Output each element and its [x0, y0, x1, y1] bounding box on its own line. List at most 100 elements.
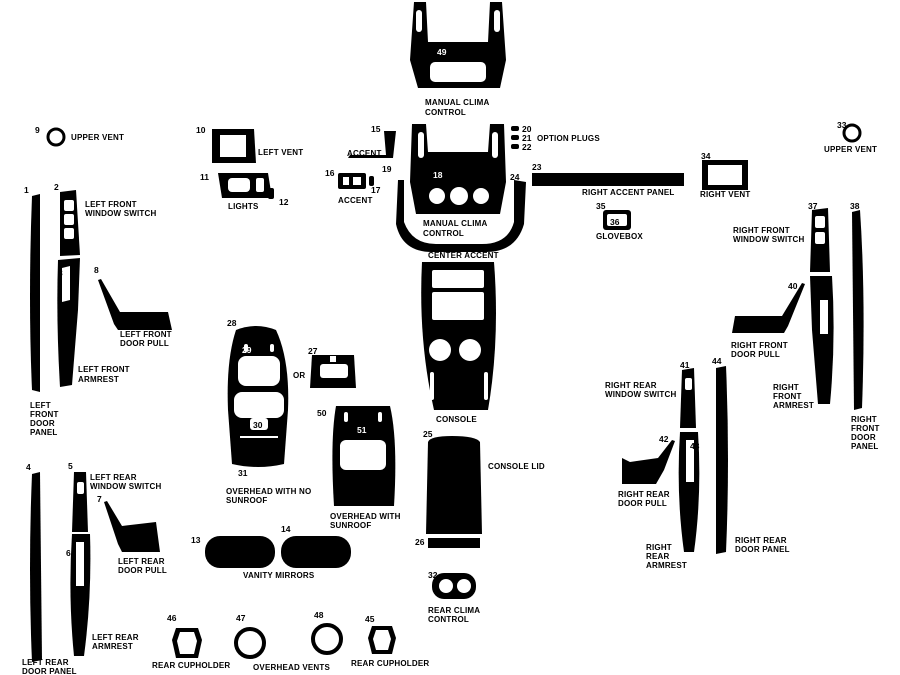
part-number-5: 5	[68, 461, 73, 471]
label-rear-cupholder-left: REAR CUPHOLDER	[152, 661, 230, 670]
label-overhead-vents: OVERHEAD VENTS	[253, 663, 330, 672]
part-number-19: 19	[382, 164, 392, 174]
label-rf-door-panel-1: RIGHT	[851, 415, 877, 424]
label-rr-armrest-3: ARMREST	[646, 561, 687, 570]
part-48-overhead-vent	[311, 623, 343, 655]
part-49-manual-clima-control	[410, 2, 506, 88]
label-glovebox: GLOVEBOX	[596, 232, 643, 241]
label-rr-window-switch-2: WINDOW SWITCH	[605, 390, 676, 399]
label-rf-door-panel-3: DOOR	[851, 433, 876, 442]
part-number-16: 16	[325, 168, 335, 178]
label-lf-armrest-1: LEFT FRONT	[78, 365, 130, 374]
label-vanity-mirrors: VANITY MIRRORS	[243, 571, 315, 580]
part-number-7: 7	[97, 494, 102, 504]
label-lr-window-switch-1: LEFT REAR	[90, 473, 137, 482]
part-number-2: 2	[54, 182, 59, 192]
part-15-accent	[348, 131, 396, 158]
part-number-20: 20	[522, 124, 532, 134]
part-number-28: 28	[227, 318, 237, 328]
label-or: OR	[293, 371, 305, 380]
part-number-21: 21	[522, 133, 532, 143]
part-number-17: 17	[371, 185, 381, 195]
label-lr-armrest-1: LEFT REAR	[92, 633, 139, 642]
label-accent-upper: ACCENT	[347, 149, 382, 158]
label-overhead-sunroof-1: OVERHEAD WITH	[330, 512, 401, 521]
part-37-right-front-window-switch	[810, 208, 830, 272]
label-manual-clima-mid-1: MANUAL CLIMA	[423, 219, 487, 228]
part-42-right-rear-door-pull	[622, 440, 675, 484]
label-lf-window-switch-2: WINDOW SWITCH	[85, 209, 156, 218]
label-lr-door-pull-2: DOOR PULL	[118, 566, 167, 575]
label-lr-door-pull-1: LEFT REAR	[118, 557, 165, 566]
part-16-accent	[338, 173, 366, 189]
label-lr-armrest-2: ARMREST	[92, 642, 133, 651]
label-overhead-no-sunroof-2: SUNROOF	[226, 496, 267, 505]
label-rf-armrest-1: RIGHT	[773, 383, 799, 392]
label-rear-clima-2: CONTROL	[428, 615, 469, 624]
part-47-overhead-vent	[234, 627, 266, 659]
part-number-46: 46	[167, 613, 177, 623]
label-rr-door-pull-1: RIGHT REAR	[618, 490, 670, 499]
part-2-left-front-window-switch	[60, 190, 80, 256]
label-rf-window-switch-2: WINDOW SWITCH	[733, 235, 804, 244]
label-right-vent: RIGHT VENT	[700, 190, 750, 199]
label-upper-vent-right: UPPER VENT	[824, 145, 877, 154]
part-number-51: 51	[357, 425, 367, 435]
part-number-10: 10	[196, 125, 206, 135]
label-lf-door-pull-2: DOOR PULL	[120, 339, 169, 348]
part-number-8: 8	[94, 265, 99, 275]
part-10-left-vent	[212, 129, 256, 163]
part-8-left-front-door-pull	[98, 279, 172, 330]
label-manual-clima-top-2: CONTROL	[425, 108, 466, 117]
part-22-option-plug	[511, 144, 519, 149]
label-manual-clima-top-1: MANUAL CLIMA	[425, 98, 489, 107]
label-console: CONSOLE	[436, 415, 477, 424]
label-rf-armrest-3: ARMREST	[773, 401, 814, 410]
label-lf-door-panel-4: PANEL	[30, 428, 58, 437]
label-center-accent: CENTER ACCENT	[428, 251, 499, 260]
label-rf-window-switch-1: RIGHT FRONT	[733, 226, 790, 235]
label-lf-armrest-2: ARMREST	[78, 375, 119, 384]
part-number-34: 34	[701, 151, 711, 161]
label-console-lid: CONSOLE LID	[488, 462, 545, 471]
part-number-42: 42	[659, 434, 669, 444]
part-26-console-lid-trim	[428, 538, 480, 548]
part-number-27: 27	[308, 346, 318, 356]
part-console	[421, 262, 496, 410]
part-14-vanity-mirror	[281, 536, 351, 568]
label-manual-clima-mid-2: CONTROL	[423, 229, 464, 238]
part-40-right-front-door-pull	[732, 283, 805, 333]
part-number-1: 1	[24, 185, 29, 195]
part-25-console-lid	[426, 436, 482, 534]
label-lr-door-panel-1: LEFT REAR	[22, 658, 69, 667]
part-number-23: 23	[532, 162, 542, 172]
label-rf-door-panel-2: FRONT	[851, 424, 880, 433]
part-number-24: 24	[510, 172, 520, 182]
part-number-15: 15	[371, 124, 381, 134]
part-6-left-rear-armrest	[70, 534, 91, 656]
label-rear-cupholder-right: REAR CUPHOLDER	[351, 659, 429, 668]
label-accent-lower: ACCENT	[338, 196, 373, 205]
part-number-12: 12	[279, 197, 289, 207]
part-24-center-accent	[396, 180, 526, 252]
label-option-plugs: OPTION PLUGS	[537, 134, 600, 143]
part-27-overhead-module	[310, 355, 356, 388]
part-12-light-switch	[268, 188, 274, 199]
part-number-22: 22	[522, 142, 532, 152]
part-50-overhead-with-sunroof	[332, 406, 396, 506]
part-number-13: 13	[191, 535, 201, 545]
part-number-38: 38	[850, 201, 860, 211]
label-lr-window-switch-2: WINDOW SWITCH	[90, 482, 161, 491]
label-rf-door-panel-4: PANEL	[851, 442, 879, 451]
part-11-lights	[218, 173, 272, 198]
part-34-right-vent	[702, 160, 748, 190]
part-number-29: 29	[242, 345, 252, 355]
label-rr-door-panel-2: DOOR PANEL	[735, 545, 790, 554]
part-9-upper-vent	[46, 127, 66, 147]
part-5-left-rear-window-switch	[72, 472, 88, 532]
part-1-left-front-door-panel	[30, 194, 40, 392]
part-number-48: 48	[314, 610, 324, 620]
part-41-right-rear-window-switch	[680, 368, 696, 428]
label-rr-door-pull-2: DOOR PULL	[618, 499, 667, 508]
